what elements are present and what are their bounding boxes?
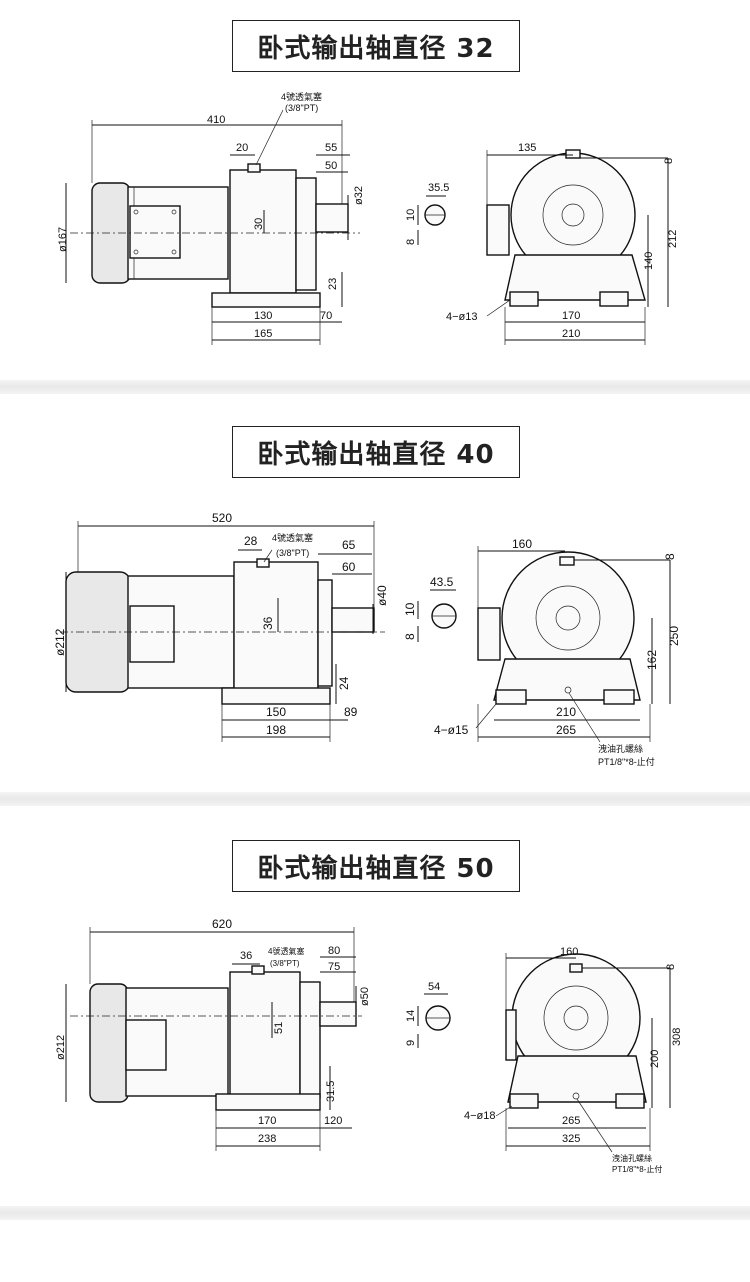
dim-base-total: 165 (254, 328, 272, 340)
front-height-center: 140 (643, 252, 655, 270)
dim-center: 30 (253, 218, 265, 230)
mount-holes: 4−ø15 (434, 723, 469, 737)
section-divider (0, 380, 750, 394)
key-10: 10 (403, 602, 417, 616)
dim-overall: 410 (207, 114, 225, 126)
front-outer: 325 (562, 1133, 580, 1145)
dim-shaft-dia: ø50 (359, 987, 371, 1006)
drain-label: 洩油孔螺絲 (598, 743, 643, 754)
front-view-drawing: 160 8 250 162 43.5 10 8 4−ø15 210 265 洩油… (403, 537, 681, 767)
dim-overall: 620 (212, 917, 232, 931)
vent-size: (3/8"PT) (270, 959, 300, 968)
dim-50: 60 (342, 560, 356, 574)
section-shaft-50: 卧式输出轴直径 50 620 36 80 75 ø50 ø212 51 31.5… (0, 806, 750, 1206)
dim-left: 28 (244, 534, 258, 548)
dim-base-right: 70 (320, 310, 332, 322)
vent-label: 4號透氣塞 (268, 946, 304, 956)
vent-size: (3/8"PT) (276, 548, 309, 558)
dim-base: 130 (254, 310, 272, 322)
dim-base-total: 198 (266, 723, 286, 737)
section-shaft-32: 卧式输出轴直径 32 410 20 55 50 ø32 (0, 0, 750, 380)
dim-left: 20 (236, 142, 248, 154)
output-shaft (315, 203, 349, 233)
dim-center: 51 (273, 1022, 285, 1034)
section-title: 卧式输出轴直径 50 (232, 840, 520, 892)
front-inner: 265 (562, 1115, 580, 1127)
dim-motor-dia: ø167 (57, 227, 69, 252)
front-r8: 8 (663, 158, 675, 164)
vent-size: (3/8"PT) (285, 103, 318, 113)
front-r8: 8 (663, 553, 677, 560)
dim-overall: 520 (212, 511, 232, 525)
dim-55: 80 (328, 945, 340, 957)
base-foot (211, 292, 321, 308)
front-height-total: 250 (667, 626, 681, 646)
drain-label: 洩油孔螺絲 (612, 1153, 652, 1163)
dim-motor-dia: ø212 (53, 628, 67, 656)
front-height-center: 200 (649, 1050, 661, 1068)
front-top: 135 (518, 142, 536, 154)
dim-center: 36 (261, 616, 275, 630)
key-width: 43.5 (430, 575, 454, 589)
drain-size: PT1/8"*8-止付 (612, 1164, 662, 1174)
front-outer: 210 (562, 328, 580, 340)
section-title: 卧式输出轴直径 32 (232, 20, 520, 72)
dim-base-right: 89 (344, 705, 358, 719)
front-view-drawing: 160 8 308 200 54 14 9 4−ø18 265 325 洩油孔螺… (405, 946, 683, 1174)
dim-base: 150 (266, 705, 286, 719)
section-shaft-40: 卧式输出轴直径 40 520 28 65 60 ø40 ø212 36 24 1… (0, 394, 750, 792)
gearbox-housing (229, 169, 297, 294)
dim-base-total: 238 (258, 1133, 276, 1145)
dim-50: 50 (325, 160, 337, 172)
front-height-total: 212 (667, 230, 679, 248)
dim-h: 24 (337, 676, 351, 690)
dim-left: 36 (240, 950, 252, 962)
dim-shaft-dia: ø40 (375, 585, 389, 606)
key-8: 8 (405, 239, 417, 245)
side-view-drawing: 620 36 80 75 ø50 ø212 51 31.5 170 120 23… (55, 917, 371, 1151)
side-view-drawing: 520 28 65 60 ø40 ø212 36 24 150 89 198 4… (53, 511, 389, 742)
front-inner: 170 (562, 310, 580, 322)
dim-motor-dia: ø212 (55, 1035, 67, 1060)
front-height-center: 162 (645, 650, 659, 670)
side-view-drawing: 410 20 55 50 ø32 ø167 30 23 130 70 165 4… (57, 91, 365, 345)
key-width: 35.5 (428, 182, 449, 194)
front-height-total: 308 (671, 1028, 683, 1046)
dim-55: 65 (342, 538, 356, 552)
vent-plug (247, 163, 261, 173)
front-r8: 8 (665, 964, 677, 970)
drain-size: PT1/8"*8-止付 (598, 756, 655, 767)
key-10: 14 (405, 1010, 417, 1022)
vent-label: 4號透氣塞 (272, 532, 313, 543)
front-outer: 265 (556, 723, 576, 737)
front-view-drawing: 135 8 212 140 35.5 10 8 4−ø13 170 210 (405, 142, 679, 345)
dim-base-right: 120 (324, 1115, 342, 1127)
dim-50: 75 (328, 961, 340, 973)
front-top: 160 (560, 946, 578, 958)
dim-55: 55 (325, 142, 337, 154)
mount-holes: 4−ø18 (464, 1110, 496, 1122)
mount-holes: 4−ø13 (446, 311, 478, 323)
vent-label: 4號透氣塞 (281, 91, 322, 102)
section-title: 卧式输出轴直径 40 (232, 426, 520, 478)
key-8: 9 (405, 1040, 417, 1046)
front-inner: 210 (556, 705, 576, 719)
terminal-box (129, 205, 181, 259)
section-divider (0, 792, 750, 806)
dim-base: 170 (258, 1115, 276, 1127)
key-8: 8 (403, 633, 417, 640)
key-width: 54 (428, 981, 440, 993)
dim-h: 31.5 (325, 1081, 337, 1102)
section-divider (0, 1206, 750, 1220)
front-top: 160 (512, 537, 532, 551)
key-10: 10 (405, 209, 417, 221)
dim-shaft-dia: ø32 (353, 186, 365, 205)
dim-h: 23 (327, 278, 339, 290)
